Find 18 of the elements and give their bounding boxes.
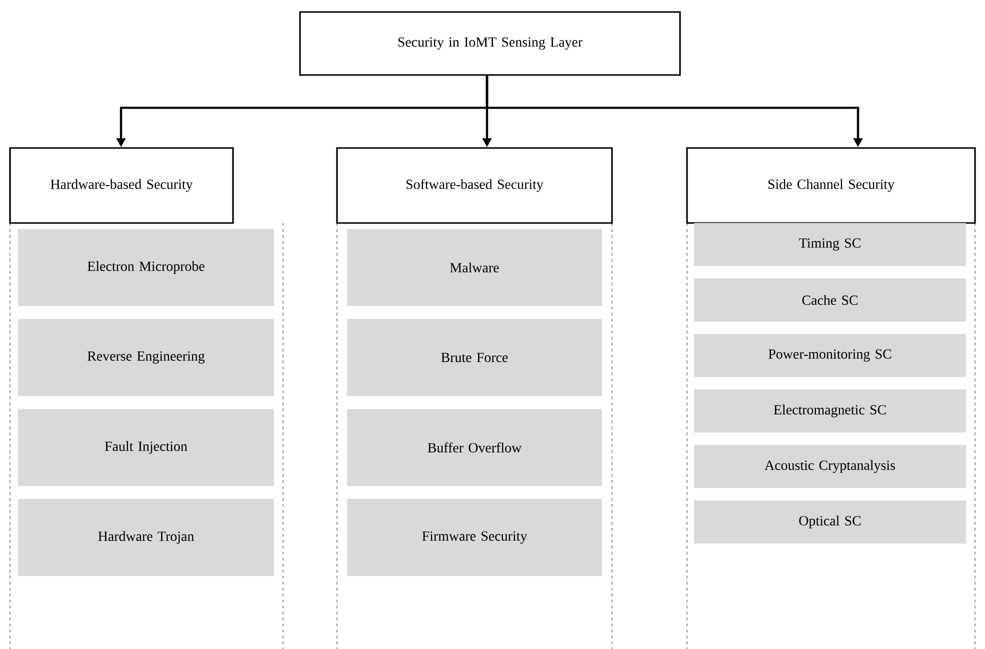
category-box: Side Channel Security: [686, 147, 976, 224]
attack-box: Brute Force: [347, 319, 602, 396]
attack-box: Fault Injection: [18, 409, 274, 486]
attack-box: Hardware Trojan: [18, 499, 274, 576]
category-box: Software-based Security: [336, 147, 613, 224]
title-box: Security in IoMT Sensing Layer: [299, 11, 681, 76]
attack-box: Optical SC: [694, 500, 966, 544]
attack-box: Cache SC: [694, 278, 966, 322]
attack-box: Timing SC: [694, 223, 966, 266]
attack-box: Firmware Security: [347, 499, 602, 576]
attack-box: Electromagnetic SC: [694, 390, 966, 432]
attack-box: Malware: [347, 229, 602, 306]
attack-box: Power-monitoring SC: [694, 334, 966, 377]
attack-box: Acoustic Cryptanalysis: [694, 445, 966, 488]
category-box: Hardware-based Security: [9, 147, 234, 224]
attack-box: Buffer Overflow: [347, 409, 602, 486]
attack-box: Electron Microprobe: [18, 229, 274, 306]
attack-box: Reverse Engineering: [18, 319, 274, 396]
